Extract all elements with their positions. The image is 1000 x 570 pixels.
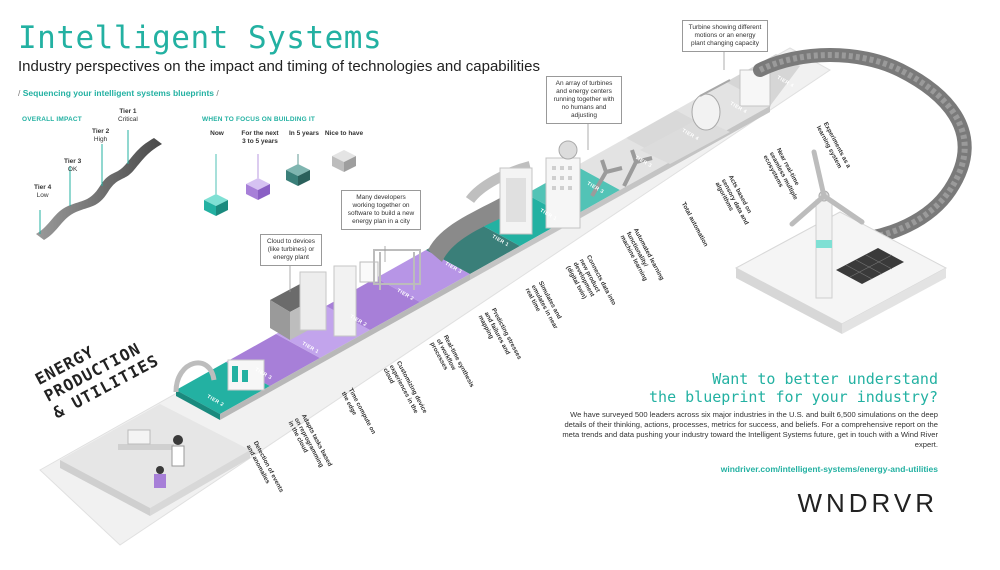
when-cubes bbox=[204, 150, 356, 216]
cta-body: We have surveyed 500 leaders across six … bbox=[562, 410, 938, 449]
cta-question: Want to better understand the blueprint … bbox=[649, 370, 938, 406]
when-5-years-label: In 5 years bbox=[289, 130, 319, 137]
when-nice-label: Nice to have bbox=[324, 130, 364, 137]
cube-now-icon bbox=[204, 154, 228, 216]
when-heading: WHEN TO FOCUS ON BUILDING IT bbox=[202, 116, 316, 123]
page-subtitle: Industry perspectives on the impact and … bbox=[18, 58, 540, 75]
sequencing-text: Sequencing your intelligent systems blue… bbox=[22, 88, 215, 98]
when-now-label: Now bbox=[210, 130, 224, 137]
machinery bbox=[173, 48, 972, 393]
cta-link[interactable]: windriver.com/intelligent-systems/energy… bbox=[720, 464, 938, 474]
callout-developers: Many developers working together on soft… bbox=[341, 190, 421, 230]
wind-river-logo: WNDRVR bbox=[797, 488, 938, 518]
impact-ribbon-icon bbox=[36, 130, 162, 240]
sequencing-label: / Sequencing your intelligent systems bl… bbox=[18, 88, 219, 98]
page-title: Intelligent Systems bbox=[18, 20, 383, 56]
callout-array: An array of turbines and energy centers … bbox=[546, 76, 622, 124]
callout-cloud: Cloud to devices (like turbines) or ener… bbox=[260, 234, 322, 266]
callout-turbine: Turbine showing different motions or an … bbox=[682, 20, 768, 52]
sequencing-prefix: / bbox=[18, 88, 21, 98]
wind-turbine-platform bbox=[734, 149, 948, 334]
overall-impact-heading: OVERALL IMPACT bbox=[22, 116, 82, 123]
sequencing-suffix: / bbox=[216, 88, 219, 98]
cube-3-5-years-icon bbox=[246, 154, 270, 200]
office-workers bbox=[118, 429, 185, 488]
cube-nice-icon bbox=[332, 150, 356, 172]
when-3-5-label: For the next 3 to 5 years bbox=[241, 130, 279, 145]
cube-5-years-icon bbox=[286, 154, 310, 186]
